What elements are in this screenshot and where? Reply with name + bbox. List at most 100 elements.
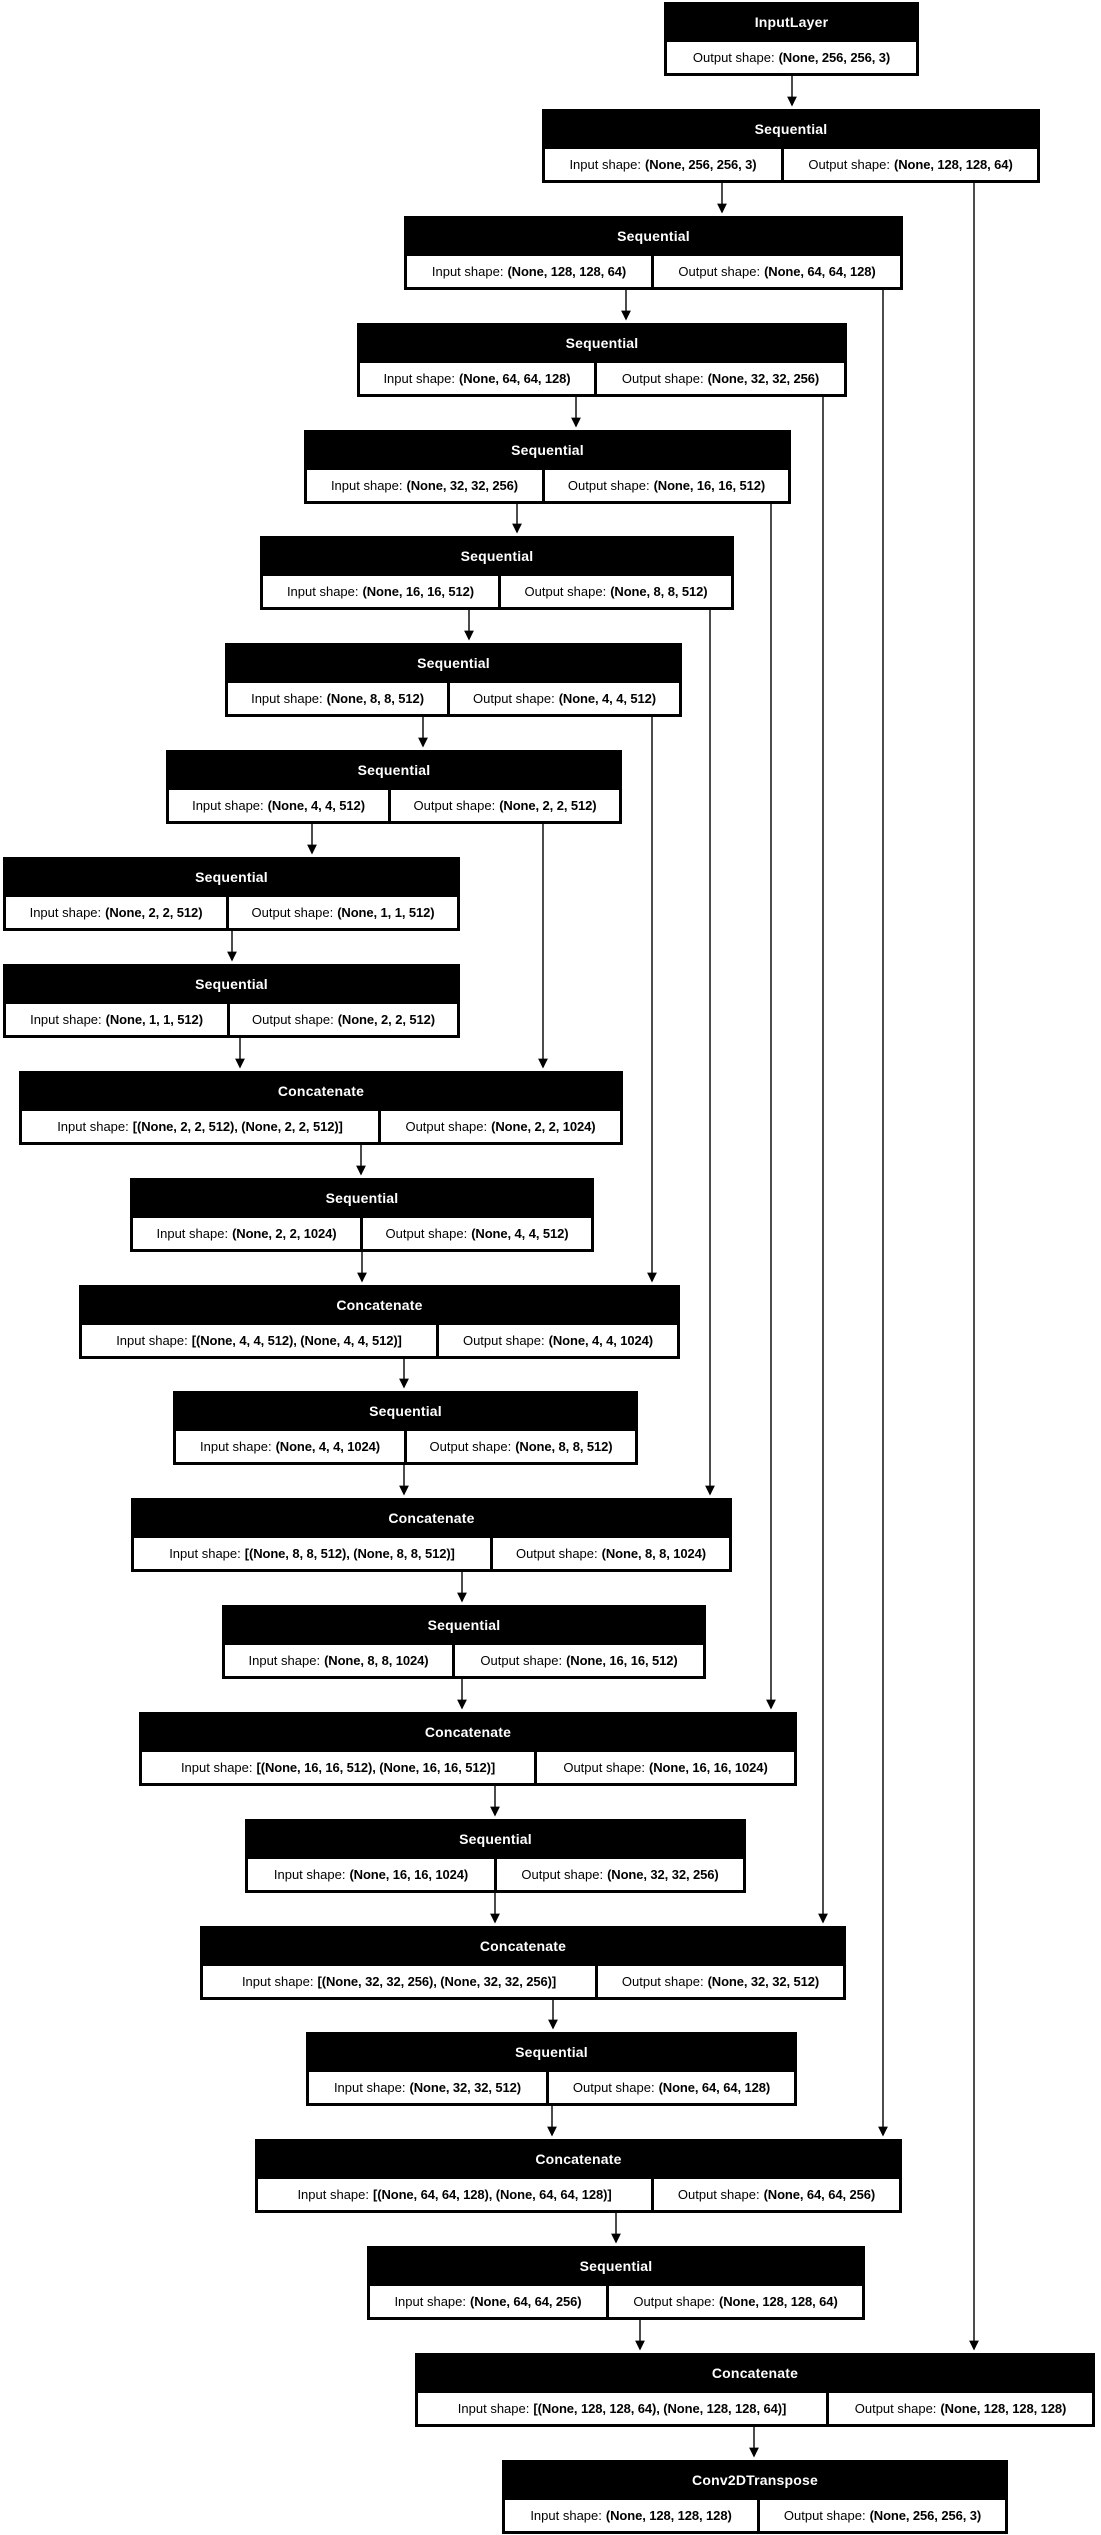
layer-type-title: Concatenate bbox=[479, 1938, 567, 1954]
layer-type-title: Sequential bbox=[460, 548, 534, 564]
output-shape-label: Output shape: bbox=[405, 1119, 488, 1134]
input-shape-value: (None, 16, 16, 1024) bbox=[349, 1867, 469, 1882]
output-shape-value: (None, 8, 8, 512) bbox=[515, 1439, 613, 1454]
output-shape-cell: Output shape:(None, 256, 256, 3) bbox=[760, 2500, 1005, 2531]
node-concatenate-3: Concatenate Input shape:[(None, 8, 8, 51… bbox=[131, 1498, 732, 1572]
output-shape-cell: Output shape:(None, 16, 16, 512) bbox=[455, 1645, 703, 1676]
input-shape-label: Input shape: bbox=[383, 371, 455, 386]
layer-type-title: Sequential bbox=[427, 1617, 501, 1633]
output-shape-value: (None, 16, 16, 1024) bbox=[649, 1760, 768, 1775]
output-shape-cell: Output shape:(None, 2, 2, 1024) bbox=[381, 1111, 620, 1142]
input-shape-cell: Input shape:(None, 16, 16, 512) bbox=[263, 576, 498, 607]
output-shape-cell: Output shape:(None, 2, 2, 512) bbox=[230, 1004, 457, 1035]
input-shape-cell: Input shape:[(None, 8, 8, 512), (None, 8… bbox=[134, 1538, 490, 1569]
output-shape-value: (None, 4, 4, 512) bbox=[558, 691, 656, 706]
output-shape-value: (None, 32, 32, 512) bbox=[707, 1974, 820, 1989]
input-shape-cell: Input shape:[(None, 4, 4, 512), (None, 4… bbox=[82, 1325, 436, 1356]
output-shape-value: (None, 128, 128, 64) bbox=[894, 157, 1013, 172]
node-conv2dtranspose: Conv2DTranspose Input shape:(None, 128, … bbox=[502, 2460, 1008, 2534]
output-shape-label: Output shape: bbox=[677, 2187, 760, 2202]
output-shape-cell: Output shape:(None, 64, 64, 128) bbox=[654, 256, 900, 287]
input-shape-cell: Input shape:(None, 2, 2, 512) bbox=[6, 897, 226, 928]
output-shape-cell: Output shape:(None, 1, 1, 512) bbox=[229, 897, 457, 928]
node-sequential-1: Sequential Input shape: (None, 256, 256, … bbox=[542, 109, 1040, 183]
output-shape-value: (None, 8, 8, 1024) bbox=[601, 1546, 707, 1561]
output-shape-value: (None, 32, 32, 256) bbox=[607, 1867, 719, 1882]
output-shape-cell: Output shape: (None, 16, 16, 1024) bbox=[537, 1752, 794, 1783]
layer-type-title: Sequential bbox=[754, 121, 828, 137]
input-shape-cell: Input shape:(None, 4, 4, 512) bbox=[169, 790, 388, 821]
output-shape-cell: Output shape:(None, 64, 64, 128) bbox=[549, 2072, 794, 2103]
output-shape-label: Output shape: bbox=[524, 584, 607, 599]
output-shape-label: Output shape: bbox=[515, 1546, 598, 1561]
input-shape-value: [(None, 4, 4, 512), (None, 4, 4, 512)] bbox=[191, 1333, 402, 1348]
layer-type-title: Sequential bbox=[617, 228, 690, 244]
output-shape-cell: Output shape:(None, 32, 32, 256) bbox=[497, 1859, 743, 1890]
output-shape-value: (None, 64, 64, 256) bbox=[763, 2187, 876, 2202]
input-shape-label: Input shape: bbox=[57, 1119, 129, 1134]
layer-type-title: Sequential bbox=[417, 655, 490, 671]
node-sequential-2: Sequential Input shape:(None, 128, 128, … bbox=[404, 216, 903, 290]
input-shape-label: Input shape: bbox=[200, 1439, 272, 1454]
input-shape-label: Input shape: bbox=[394, 2294, 466, 2309]
layer-type-title: Concatenate bbox=[711, 2365, 799, 2381]
output-shape-label: Output shape: bbox=[385, 1226, 468, 1241]
output-shape-value: (None, 16, 16, 512) bbox=[653, 478, 766, 493]
layer-type-title: Sequential bbox=[325, 1190, 399, 1206]
node-sequential-9: Sequential Input shape:(None, 1, 1, 512)… bbox=[3, 964, 460, 1038]
output-shape-cell: Output shape:(None, 8, 8, 1024) bbox=[493, 1538, 729, 1569]
output-shape-label: Output shape: bbox=[473, 691, 555, 706]
node-sequential-8: Sequential Input shape:(None, 2, 2, 512)… bbox=[3, 857, 460, 931]
input-shape-value: [(None, 64, 64, 128), (None, 64, 64, 128… bbox=[373, 2187, 612, 2202]
input-shape-label: Input shape: bbox=[457, 2401, 530, 2416]
input-shape-label: Input shape: bbox=[241, 1974, 314, 1989]
input-shape-value: [(None, 16, 16, 512), (None, 16, 16, 512… bbox=[256, 1760, 496, 1775]
layer-type-title: Sequential bbox=[195, 976, 268, 992]
output-shape-value: (None, 2, 2, 512) bbox=[499, 798, 597, 813]
input-shape-label: Input shape: bbox=[248, 1653, 321, 1668]
layer-type-title: Concatenate bbox=[388, 1510, 475, 1526]
input-shape-cell: Input shape:(None, 128, 128, 64) bbox=[407, 256, 651, 287]
input-shape-value: [(None, 2, 2, 512), (None, 2, 2, 512)] bbox=[132, 1119, 343, 1134]
node-concatenate-2: Concatenate Input shape:[(None, 4, 4, 51… bbox=[79, 1285, 680, 1359]
node-sequential-15: Sequential Input shape:(None, 64, 64, 25… bbox=[367, 2246, 865, 2320]
output-shape-label: Output shape: bbox=[480, 1653, 563, 1668]
chain-edges bbox=[227, 76, 797, 2458]
input-shape-value: (None, 64, 64, 128) bbox=[459, 371, 571, 386]
output-shape-value: (None, 128, 128, 128) bbox=[940, 2401, 1067, 2416]
output-shape-label: Output shape: bbox=[252, 1012, 334, 1027]
output-shape-cell: Output shape:(None, 32, 32, 256) bbox=[597, 363, 844, 394]
output-shape-value: (None, 2, 2, 512) bbox=[337, 1012, 435, 1027]
output-shape-cell: Output shape:(None, 128, 128, 128) bbox=[829, 2393, 1092, 2424]
input-shape-label: Input shape: bbox=[333, 2080, 406, 2095]
input-shape-cell: Input shape:(None, 8, 8, 1024) bbox=[225, 1645, 452, 1676]
node-sequential-5: Sequential Input shape:(None, 16, 16, 51… bbox=[260, 536, 734, 610]
input-shape-label: Input shape: bbox=[569, 157, 641, 172]
input-shape-cell: Input shape:[(None, 2, 2, 512), (None, 2… bbox=[22, 1111, 378, 1142]
node-concatenate-5: Concatenate Input shape:[(None, 32, 32, … bbox=[200, 1926, 846, 2000]
input-shape-value: (None, 16, 16, 512) bbox=[362, 584, 475, 599]
input-shape-label: Input shape: bbox=[116, 1333, 188, 1348]
output-shape-label: Output shape: bbox=[563, 1760, 645, 1775]
layer-type-title: Conv2DTranspose bbox=[692, 2472, 818, 2488]
output-shape-value: (None, 256, 256, 3) bbox=[869, 2508, 982, 2523]
output-shape-label: Output shape: bbox=[808, 157, 890, 172]
input-shape-label: Input shape: bbox=[29, 905, 102, 920]
node-sequential-12: Sequential Input shape:(None, 8, 8, 1024… bbox=[222, 1605, 706, 1679]
output-shape-label: Output shape: bbox=[783, 2508, 866, 2523]
output-shape-cell: Output shape: (None, 128, 128, 64) bbox=[784, 149, 1037, 180]
input-shape-cell: Input shape:(None, 2, 2, 1024) bbox=[133, 1218, 360, 1249]
input-shape-cell: Input shape: [(None, 64, 64, 128), (None,… bbox=[258, 2179, 651, 2210]
input-shape-value: (None, 64, 64, 256) bbox=[470, 2294, 582, 2309]
input-shape-cell: Input shape:(None, 4, 4, 1024) bbox=[176, 1431, 404, 1462]
input-shape-label: Input shape: bbox=[330, 478, 403, 493]
layer-type-title: Concatenate bbox=[535, 2151, 622, 2167]
output-shape-cell: Output shape:(None, 4, 4, 1024) bbox=[439, 1325, 677, 1356]
input-shape-cell: Input shape:(None, 32, 32, 256) bbox=[307, 470, 542, 501]
input-shape-value: (None, 256, 256, 3) bbox=[645, 157, 757, 172]
input-shape-cell: Input shape:[(None, 128, 128, 64), (None… bbox=[418, 2393, 826, 2424]
input-shape-value: (None, 128, 128, 128) bbox=[605, 2508, 732, 2523]
input-shape-label: Input shape: bbox=[297, 2187, 369, 2202]
input-shape-cell: Input shape:[(None, 16, 16, 512), (None,… bbox=[142, 1752, 534, 1783]
